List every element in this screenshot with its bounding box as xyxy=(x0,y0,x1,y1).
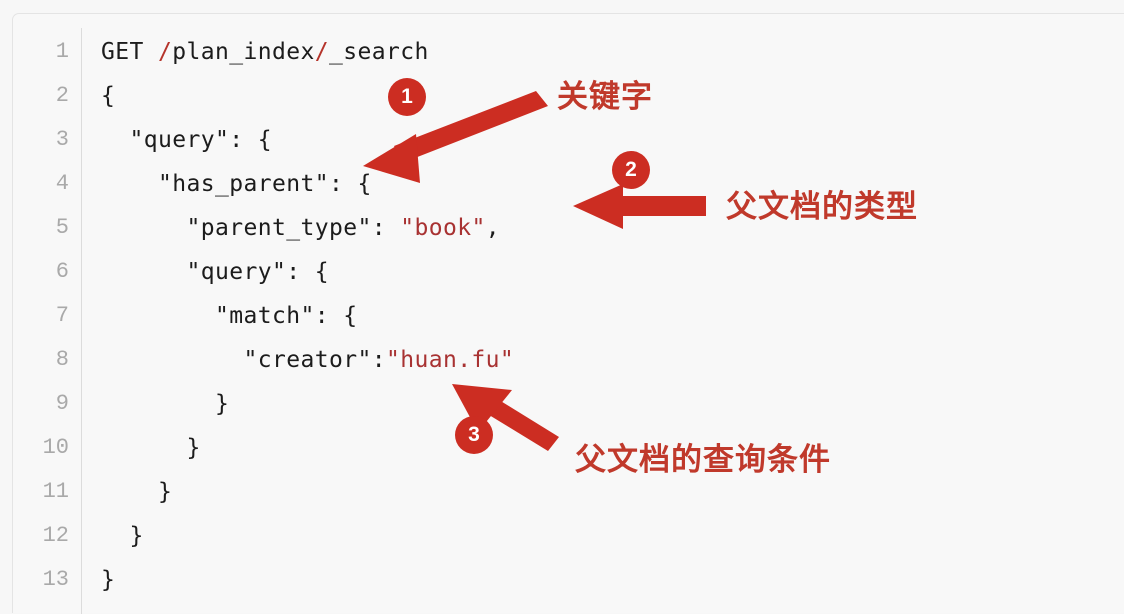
code-line: 13} xyxy=(13,558,1124,602)
line-number: 2 xyxy=(55,83,69,108)
code-line-text[interactable]: } xyxy=(101,523,144,549)
code-line: 2{ xyxy=(13,74,1124,118)
line-number: 11 xyxy=(42,479,69,504)
code-line: 12 } xyxy=(13,514,1124,558)
code-line: 5 "parent_type": "book", xyxy=(13,206,1124,250)
line-number: 10 xyxy=(42,435,69,460)
line-number: 5 xyxy=(55,215,69,240)
code-line: 8 "creator":"huan.fu" xyxy=(13,338,1124,382)
code-line-text[interactable]: { xyxy=(101,83,116,109)
code-line-text[interactable]: "parent_type": "book", xyxy=(101,215,500,241)
code-line-text[interactable]: "creator":"huan.fu" xyxy=(101,347,515,373)
code-line-text[interactable]: "query": { xyxy=(101,259,329,285)
code-line: 3 "query": { xyxy=(13,118,1124,162)
line-number: 9 xyxy=(55,391,69,416)
line-number: 6 xyxy=(55,259,69,284)
code-line: 10 } xyxy=(13,426,1124,470)
code-line: 6 "query": { xyxy=(13,250,1124,294)
line-number: 13 xyxy=(42,567,69,592)
code-line-text[interactable]: GET /plan_index/_search xyxy=(101,39,429,65)
code-line: 9 } xyxy=(13,382,1124,426)
line-number: 4 xyxy=(55,171,69,196)
gutter-divider xyxy=(81,28,82,614)
code-line-text[interactable]: } xyxy=(101,391,230,417)
code-line-text[interactable]: "has_parent": { xyxy=(101,171,372,197)
line-number: 8 xyxy=(55,347,69,372)
code-line: 11 } xyxy=(13,470,1124,514)
code-line-text[interactable]: } xyxy=(101,435,201,461)
line-number: 3 xyxy=(55,127,69,152)
line-number: 12 xyxy=(42,523,69,548)
code-line: 1 GET /plan_index/_search xyxy=(13,30,1124,74)
code-line: 7 "match": { xyxy=(13,294,1124,338)
line-number: 7 xyxy=(55,303,69,328)
code-line-text[interactable]: } xyxy=(101,479,173,505)
code-line-text[interactable]: "query": { xyxy=(101,127,272,153)
code-line: 4 "has_parent": { xyxy=(13,162,1124,206)
line-number: 1 xyxy=(55,39,69,64)
code-line-text[interactable]: "match": { xyxy=(101,303,358,329)
code-line-text[interactable]: } xyxy=(101,567,116,593)
